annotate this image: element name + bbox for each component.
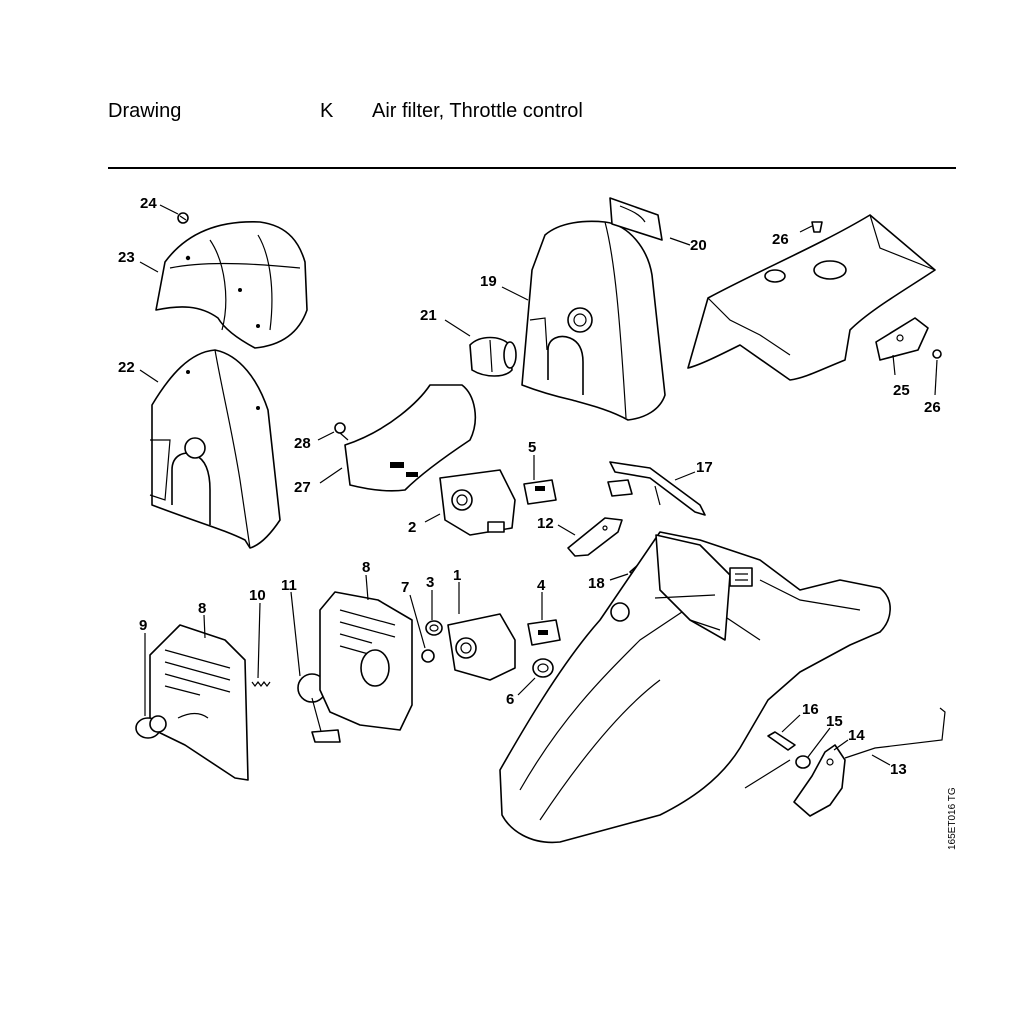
callout-24: 24 [140,195,157,212]
part-3-o-ring [425,620,443,636]
callout-16: 16 [802,701,819,718]
callout-28: 28 [294,435,311,452]
callout-1: 1 [453,567,461,584]
callout-22: 22 [118,359,135,376]
drawing-letter: K [320,100,334,122]
callout-25: 25 [893,382,910,399]
callout-23: 23 [118,249,135,266]
callout-9: 9 [139,617,147,634]
part-20-plate [609,197,663,241]
callout-5: 5 [528,439,536,456]
part-25-latch [875,317,929,361]
part-8-filter-left [149,624,249,781]
top-housing-cover [687,214,936,381]
drawing-header: Drawing K Air filter, Throttle control [0,100,1024,130]
callout-8-right: 8 [362,559,370,576]
part-11-choke-shaft [297,673,341,743]
part-2-carburetor [439,469,516,536]
callout-14: 14 [848,727,865,744]
callout-12: 12 [537,515,554,532]
part-16-pin [767,731,796,751]
callout-27: 27 [294,479,311,496]
rear-handle-housing [499,531,891,844]
part-12-lever [567,517,623,557]
callout-18: 18 [588,575,605,592]
drawing-label: Drawing [108,100,182,122]
part-5-gasket [523,479,557,505]
part-19-filter-cover [521,220,666,421]
header-rule [108,167,956,169]
part-21-knob [469,336,517,377]
callout-4: 4 [537,577,546,594]
callout-11: 11 [281,577,297,594]
callout-19: 19 [480,273,497,290]
callout-6: 6 [506,691,514,708]
callout-17: 17 [696,459,713,476]
part-27-baffle [344,384,477,492]
part-13-throttle-linkage [844,707,946,759]
part-1-carburetor [447,613,516,681]
callout-26-top: 26 [772,231,789,248]
part-4-gasket [527,619,561,646]
part-9-knob [135,715,167,739]
part-8-filter-right [319,591,413,731]
callout-15: 15 [826,713,843,730]
callout-21: 21 [420,307,437,324]
drawing-code: 165ET016 TG [947,787,958,850]
part-28-screw [334,422,349,441]
callout-13: 13 [890,761,907,778]
callout-20: 20 [690,237,707,254]
part-15-spring [795,755,811,769]
part-17-throttle-rod [607,461,706,516]
leader-lines [139,204,938,766]
callout-10: 10 [249,587,266,604]
part-6-bushing [532,658,554,678]
part-10-spring [251,681,271,687]
callout-labels: 24 23 22 21 19 20 26 25 26 28 27 5 17 2 … [118,195,941,778]
callout-2: 2 [408,519,416,536]
throttle-cable [744,759,791,789]
part-26-screw-right [932,349,942,359]
part-24-screw [177,212,189,224]
part-7-nut [421,649,435,663]
part-22-left-shroud [149,349,281,549]
callout-26-right: 26 [924,399,941,416]
part-23-top-cover [155,221,308,349]
part-14-trigger [793,744,846,817]
callout-7: 7 [401,579,409,596]
callout-3: 3 [426,574,434,591]
part-26-screw-top [811,221,823,233]
drawing-title: Air filter, Throttle control [372,100,583,122]
callout-8-left: 8 [198,600,206,617]
